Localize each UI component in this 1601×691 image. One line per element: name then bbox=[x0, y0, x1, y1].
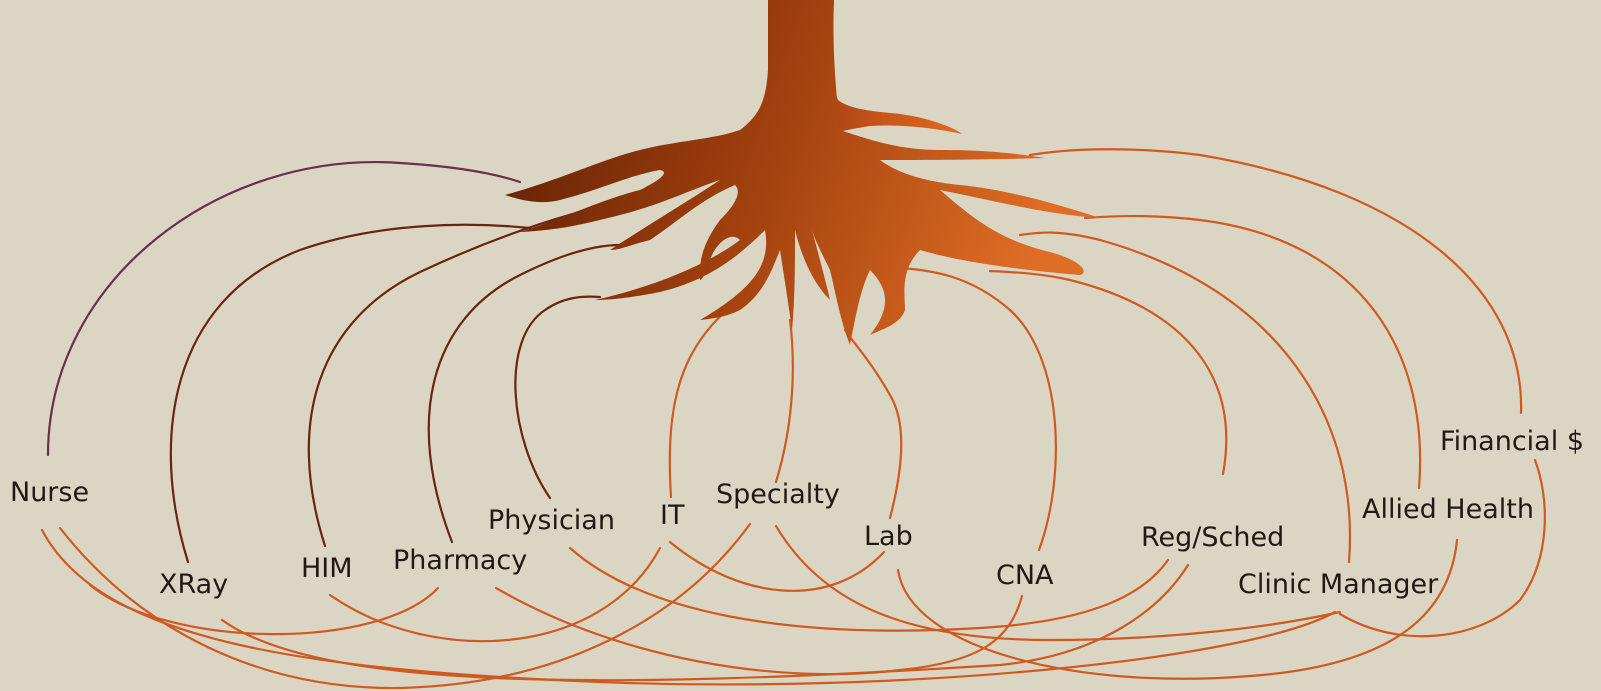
link-xray-pharmacy bbox=[90, 585, 438, 634]
root-line-cna bbox=[900, 268, 1056, 550]
label-it: IT bbox=[660, 500, 685, 531]
label-him: HIM bbox=[301, 553, 353, 584]
root-line-physician bbox=[515, 297, 600, 498]
label-allied-health: Allied Health bbox=[1362, 494, 1534, 525]
root-line-specialty bbox=[776, 320, 793, 482]
root-line-it bbox=[670, 292, 750, 497]
node-labels: Nurse XRay HIM Pharmacy Physician IT Spe… bbox=[10, 426, 1584, 600]
root-main bbox=[505, 0, 1100, 345]
root-line-financial bbox=[1030, 149, 1521, 413]
label-clinic-manager: Clinic Manager bbox=[1238, 569, 1439, 600]
link-it-lab bbox=[670, 542, 884, 591]
root-line-xray bbox=[171, 225, 530, 562]
root-line-regsched bbox=[990, 271, 1226, 474]
tree-roots bbox=[505, 0, 1100, 345]
root-line-allied-health bbox=[1085, 216, 1420, 488]
root-line-pharmacy bbox=[429, 245, 620, 542]
label-specialty: Specialty bbox=[716, 479, 840, 510]
label-regsched: Reg/Sched bbox=[1141, 522, 1284, 553]
label-lab: Lab bbox=[864, 521, 913, 552]
label-cna: CNA bbox=[996, 560, 1054, 591]
label-financial: Financial $ bbox=[1440, 426, 1584, 457]
label-physician: Physician bbox=[488, 505, 615, 536]
label-xray: XRay bbox=[159, 569, 228, 600]
root-line-lab bbox=[845, 330, 901, 518]
link-physician-regsched bbox=[570, 548, 1168, 631]
root-line-clinic-manager bbox=[1020, 233, 1350, 562]
label-nurse: Nurse bbox=[10, 477, 89, 508]
label-pharmacy: Pharmacy bbox=[393, 545, 527, 576]
root-line-nurse bbox=[48, 162, 520, 455]
link-clinic-manager-financial bbox=[1340, 460, 1545, 636]
link-lab-allied-health bbox=[898, 540, 1457, 679]
